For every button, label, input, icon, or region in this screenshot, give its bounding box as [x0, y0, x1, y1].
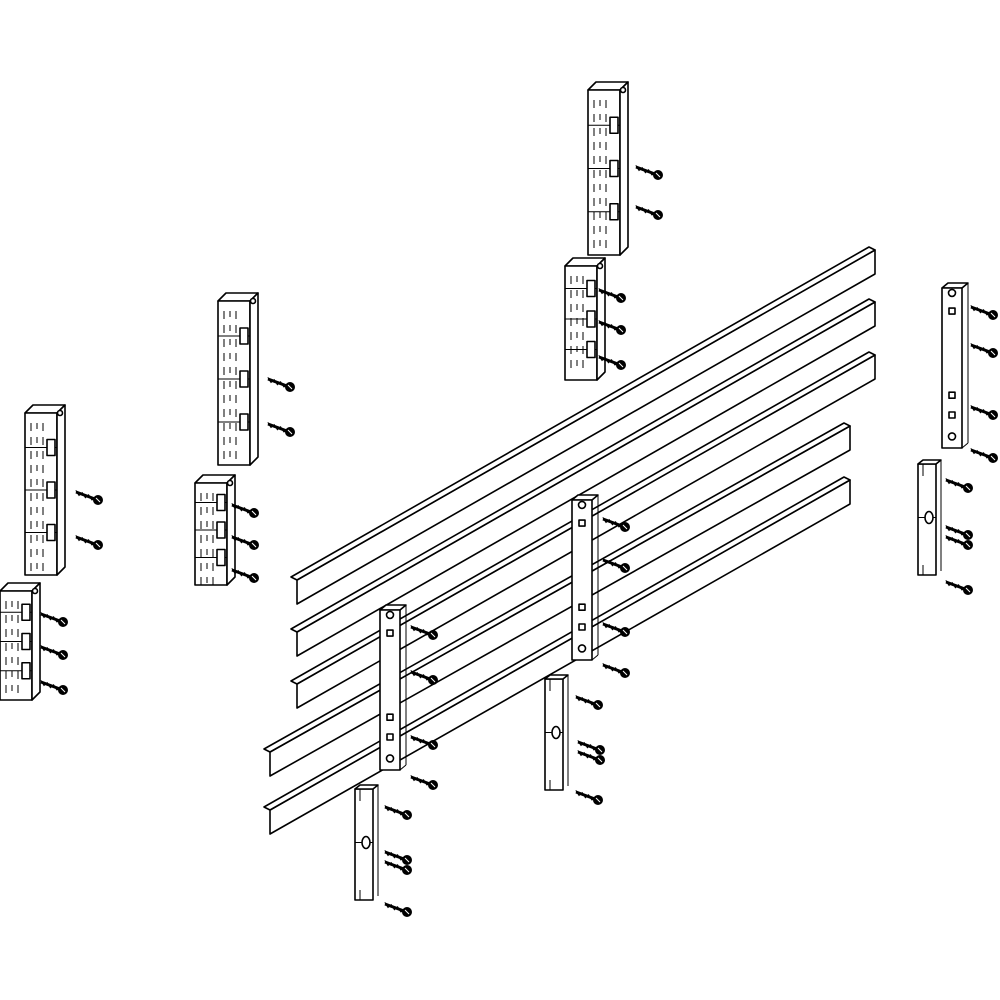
screw-icon — [602, 663, 630, 678]
terminal-block-short — [0, 582, 41, 701]
screw-icon — [945, 525, 973, 540]
terminal-block-short — [564, 257, 606, 381]
support-clip — [544, 674, 569, 791]
terminal-block-tall — [587, 81, 629, 256]
terminal-block-tall — [217, 292, 259, 466]
screw-icon — [945, 580, 973, 595]
screw-icon — [75, 490, 103, 505]
screw-icon — [635, 205, 663, 220]
busbar — [290, 298, 876, 657]
screw-icon — [231, 568, 259, 583]
hole-icon — [947, 432, 957, 441]
screw-icon — [598, 288, 626, 303]
screw-icon — [602, 622, 630, 637]
screw-icon — [970, 305, 998, 320]
screw-icon — [602, 517, 630, 532]
screw-icon — [384, 805, 412, 820]
screw-icon — [410, 625, 438, 640]
screw-icon — [970, 405, 998, 420]
screw-icon — [410, 670, 438, 685]
hole-icon — [385, 754, 395, 763]
screw-icon — [945, 478, 973, 493]
screw-icon — [384, 902, 412, 917]
support-clip — [354, 784, 379, 901]
busbar — [263, 422, 851, 777]
screw-icon — [577, 750, 605, 765]
hole-icon — [947, 288, 957, 298]
screw-icon — [384, 860, 412, 875]
screw-icon — [635, 165, 663, 180]
screw-icon — [40, 645, 68, 660]
screw-icon — [267, 377, 295, 392]
screw-icon — [970, 448, 998, 463]
screw-icon — [970, 343, 998, 358]
hole-icon — [577, 644, 587, 653]
screw-icon — [598, 320, 626, 335]
terminal-block-tall — [24, 404, 66, 576]
screw-icon — [575, 790, 603, 805]
support-clip — [917, 459, 942, 576]
support-post — [941, 282, 969, 449]
busbar — [290, 246, 876, 605]
screw-icon — [602, 558, 630, 573]
screw-icon — [231, 503, 259, 518]
screw-icon — [575, 695, 603, 710]
screw-icon — [945, 535, 973, 550]
screw-icon — [577, 740, 605, 755]
screw-icon — [40, 612, 68, 627]
busbar — [263, 476, 851, 835]
support-post — [379, 604, 407, 771]
screw-icon — [410, 775, 438, 790]
terminal-block-short — [194, 474, 236, 586]
screw-icon — [267, 422, 295, 437]
hole-icon — [385, 610, 395, 620]
screw-icon — [384, 850, 412, 865]
screw-icon — [598, 355, 626, 370]
screw-icon — [40, 680, 68, 695]
hole-icon — [577, 500, 587, 510]
screw-icon — [410, 735, 438, 750]
screw-icon — [231, 535, 259, 550]
screw-icon — [75, 535, 103, 550]
support-post — [571, 494, 599, 661]
